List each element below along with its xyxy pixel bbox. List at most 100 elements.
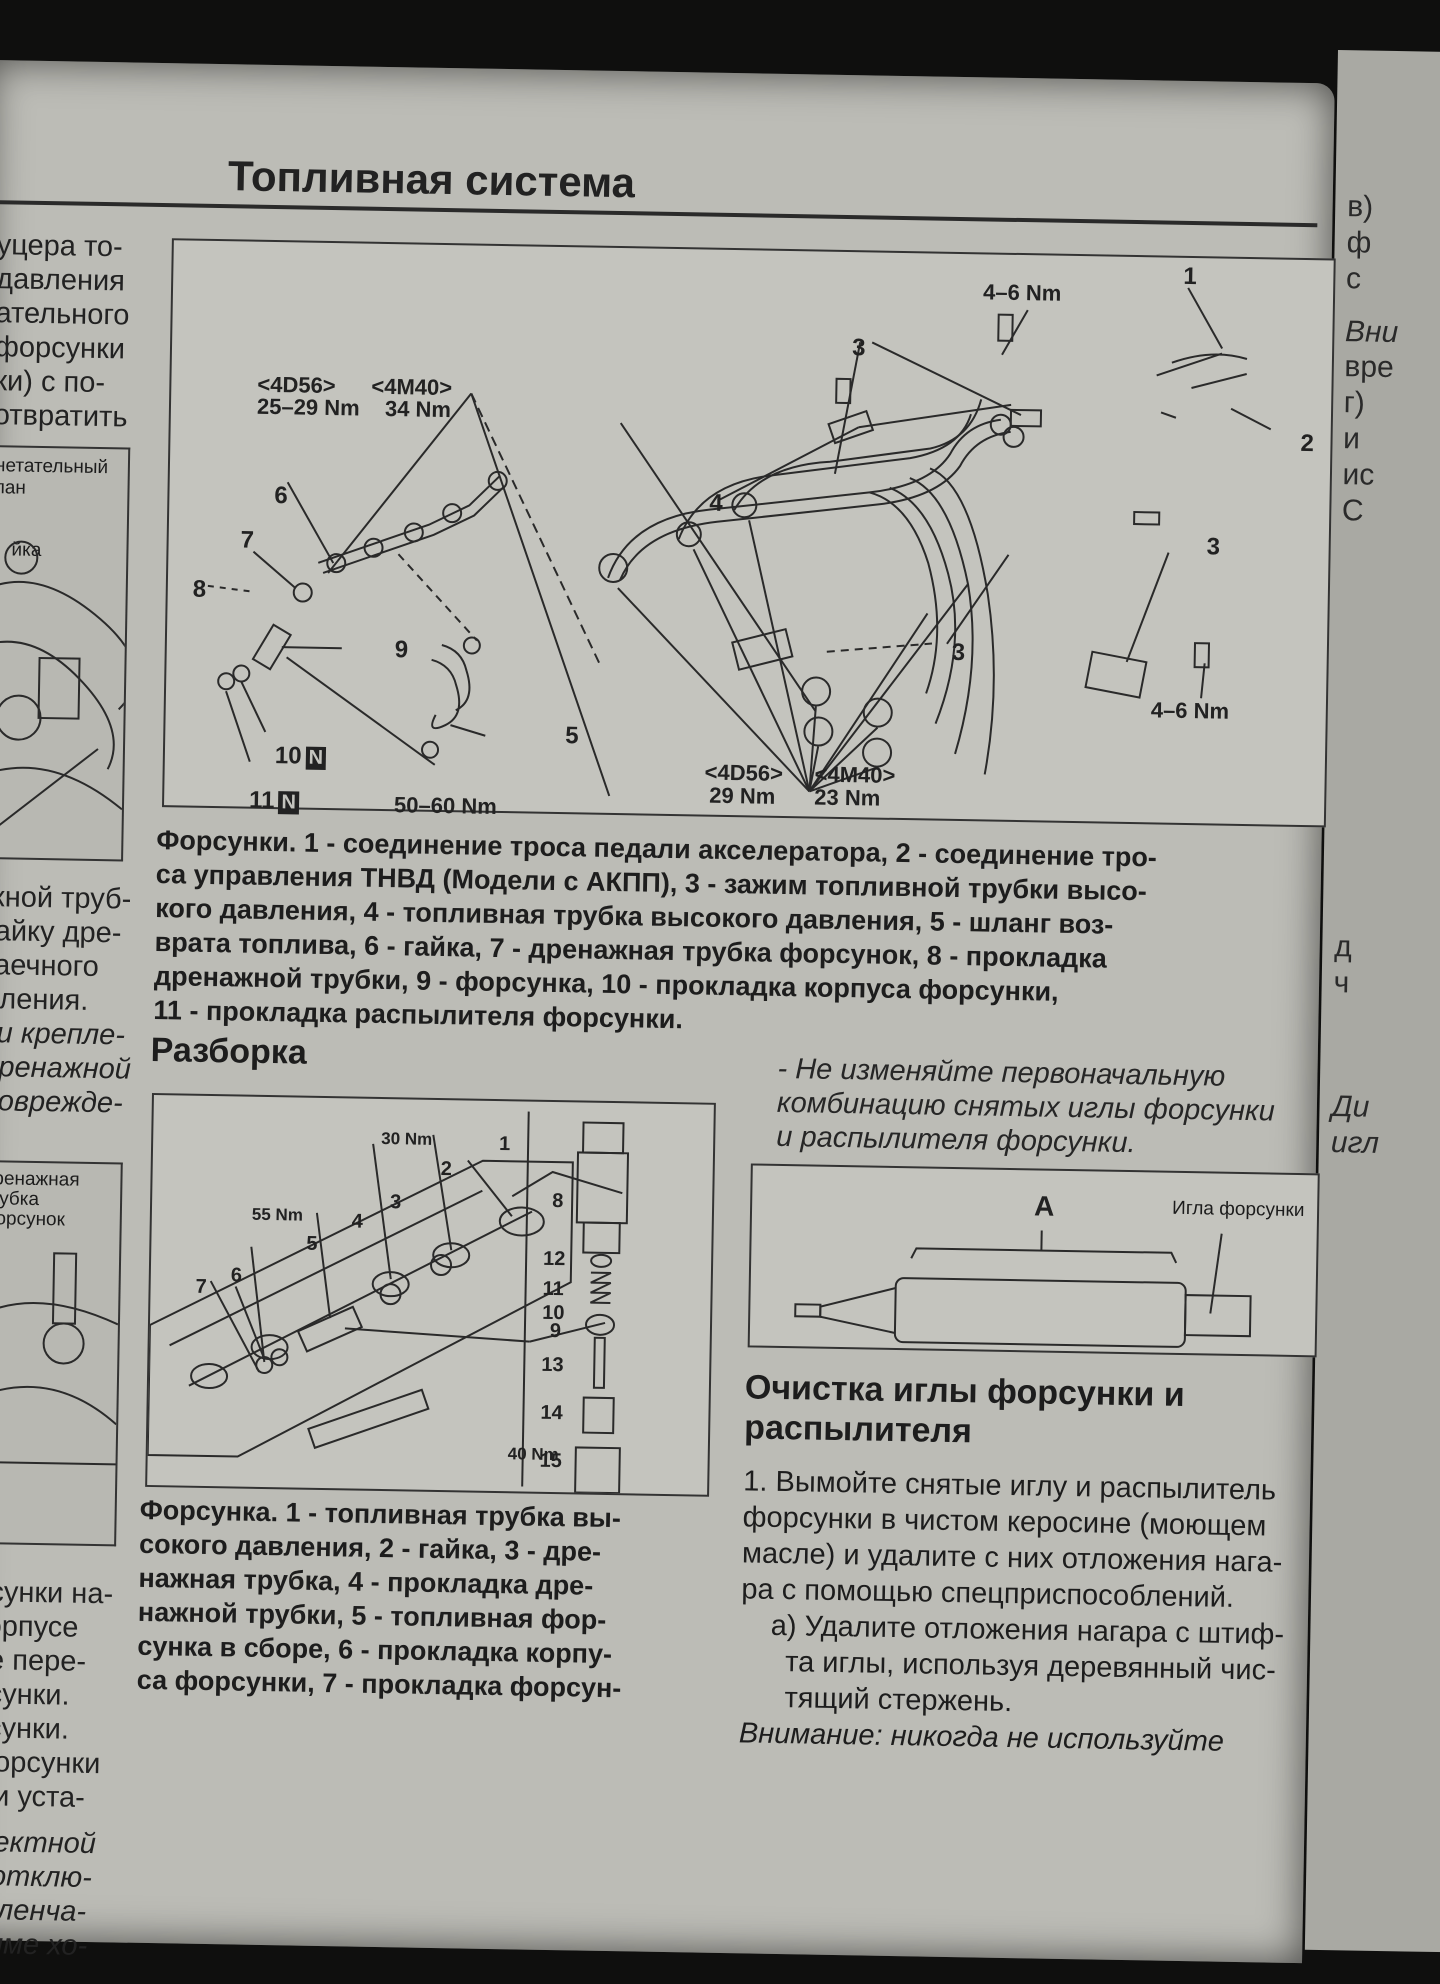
text-line: жной труб- (0, 880, 134, 917)
text-line: форсунки (0, 1745, 110, 1781)
text-line: ки) с по- (0, 364, 129, 400)
dimension-label-a: A (1034, 1190, 1055, 1222)
right-page-line: ч (1333, 966, 1349, 1000)
cleaning-instructions: 1. Вымойте снятые иглу и распылитель фор… (739, 1463, 1287, 1760)
text-line: отвратить (0, 398, 128, 434)
text-line: поврежде- (0, 1084, 131, 1121)
note-text: - Не изменяйте первоначальную комбинацию… (776, 1052, 1276, 1163)
callout-6: 6 (274, 482, 288, 510)
needle-diagram: A Игла форсунки (748, 1163, 1320, 1357)
callout-15: 15 (539, 1450, 562, 1473)
injector-disassembly-diagram: 30 Nm 55 Nm 40 Nm 1 2 3 4 5 6 7 8 12 11 … (145, 1093, 716, 1497)
callout-3: 3 (1206, 533, 1220, 561)
torque-label: 50–60 Nm (394, 792, 497, 820)
text-line: гаечного (0, 948, 133, 985)
text-line: форсунки (0, 330, 129, 366)
section-title-disassembly: Разборка (150, 1031, 307, 1073)
right-page-line: ф (1346, 226, 1371, 260)
torque-label: 23 Nm (814, 784, 880, 811)
right-page-line: г) (1344, 386, 1366, 420)
text-line: корпусе (0, 1609, 113, 1645)
text-line: пления. (0, 982, 132, 1019)
callout-11: 11 (542, 1278, 564, 1301)
callout-3: 3 (952, 639, 966, 667)
callout-5: 5 (565, 722, 579, 750)
callout-11-text: 11 (249, 787, 275, 814)
text-line: ки крепле- (0, 1016, 132, 1053)
right-page-line: Вни (1345, 315, 1399, 350)
text-line: в и уста- (0, 1779, 110, 1815)
right-page-line: Ди (1331, 1090, 1369, 1125)
text-line: рсунки. (0, 1677, 112, 1713)
right-page-line: в) (1347, 190, 1374, 224)
text-line: рсунки. (0, 1711, 111, 1747)
new-part-badge: N (305, 747, 326, 770)
torque-label: 30 Nm (381, 1129, 432, 1150)
left-column-top: уцера то- давления ательного форсунки ки… (0, 228, 131, 434)
figure-caption-injectors: Форсунки. 1 - соединение троса педали ак… (153, 823, 1321, 1047)
callout-7: 7 (240, 526, 254, 554)
callout-2: 2 (1300, 430, 1314, 458)
injector-disassembly-drawing (147, 1095, 714, 1495)
text-line: дренажной (0, 1050, 131, 1087)
torque-label: 4–6 Nm (983, 279, 1062, 306)
callout-4: 4 (352, 1210, 364, 1233)
text-line: фектной (0, 1825, 109, 1861)
callout-4: 4 (709, 490, 723, 518)
right-page-line: и (1343, 422, 1360, 456)
torque-label: 34 Nm (385, 396, 451, 423)
callout-8: 8 (552, 1190, 564, 1213)
engine-sketch (0, 447, 128, 859)
figure-caption-injector: Форсунка. 1 - топливная трубка вы- соког… (136, 1493, 709, 1707)
text-line: уцера то- (0, 228, 131, 264)
torque-label: 55 Nm (252, 1205, 303, 1226)
left-column-bottom: рсунки на- корпусе не пере- рсунки. рсун… (0, 1575, 113, 1963)
needle-label: Игла форсунки (1172, 1198, 1305, 1222)
text-line: к отклю- (0, 1859, 108, 1895)
text-line: жиме хо- (0, 1927, 107, 1963)
section-title-cleaning: Очистка иглы форсунки и (745, 1368, 1185, 1415)
torque-label: 25–29 Nm (257, 394, 360, 422)
text-line: не пере- (0, 1643, 112, 1679)
header-rule (0, 200, 1317, 227)
callout-9: 9 (550, 1320, 562, 1343)
callout-12: 12 (543, 1248, 566, 1271)
callout-3: 3 (852, 334, 866, 362)
callout-3: 3 (390, 1191, 402, 1214)
section-title-cleaning-line2: распылителя (744, 1408, 972, 1451)
left-inset-figure-top: нетательный пан йка (0, 445, 130, 862)
new-part-badge: N (278, 791, 299, 814)
right-page-line: ис (1342, 458, 1374, 493)
text-line: давления (0, 262, 130, 298)
text-line: рсунки на- (0, 1575, 113, 1611)
right-page-line: вре (1344, 350, 1394, 385)
callout-5: 5 (306, 1233, 318, 1256)
callout-8: 8 (193, 576, 207, 604)
right-page-line: д (1334, 930, 1352, 964)
text-line: коленча- (0, 1893, 108, 1929)
text-line: ательного (0, 296, 130, 332)
callout-1: 1 (1183, 263, 1197, 291)
book-page: Топливная система уцера то- давления ате… (0, 60, 1335, 1963)
right-page-line: С (1342, 494, 1364, 528)
callout-2: 2 (441, 1158, 453, 1181)
text-line: гайку дре- (0, 914, 134, 951)
page-title: Топливная система (228, 152, 636, 207)
right-page-line: с (1346, 262, 1362, 296)
callout-7: 7 (195, 1276, 207, 1299)
callout-10-text: 10 (275, 742, 302, 769)
callout-14: 14 (540, 1402, 563, 1425)
callout-13: 13 (541, 1354, 564, 1377)
torque-label: 4–6 Nm (1151, 697, 1230, 724)
drain-pipe-sketch (0, 1162, 121, 1545)
right-page-line: игл (1331, 1126, 1380, 1161)
torque-label: 29 Nm (709, 783, 775, 810)
left-column-mid: жной труб- гайку дре- гаечного пления. к… (0, 880, 134, 1121)
callout-9: 9 (395, 636, 409, 664)
left-inset-figure-bottom: Дренажная трубка форсунок (0, 1160, 123, 1547)
injectors-drawing (164, 240, 1334, 825)
callout-1: 1 (499, 1133, 511, 1156)
